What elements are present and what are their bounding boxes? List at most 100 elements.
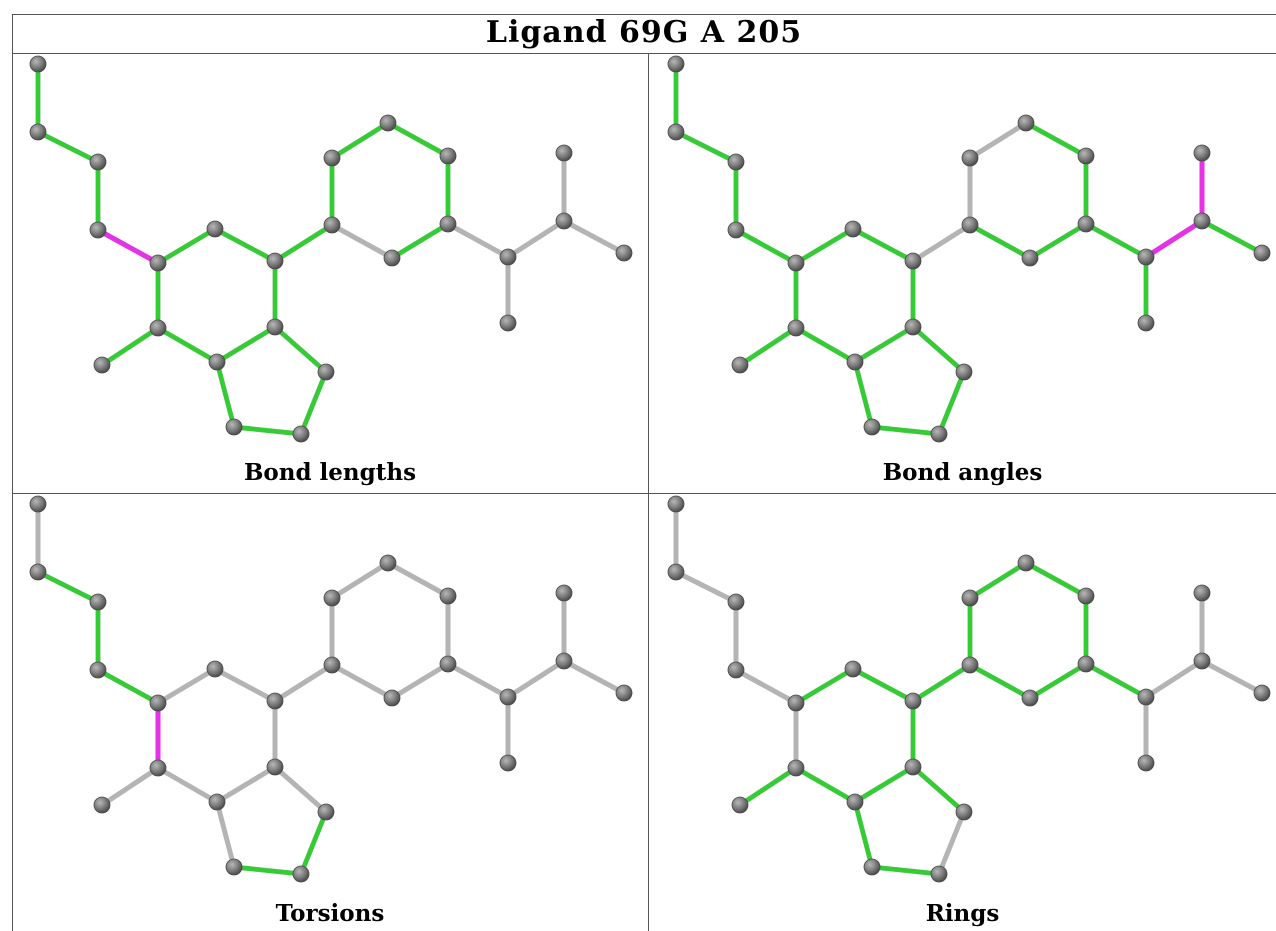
atom	[379, 554, 397, 572]
bond	[1199, 658, 1265, 696]
bond-highlight	[272, 222, 335, 264]
outlier-bond-highlight	[95, 227, 161, 266]
atom	[1253, 244, 1271, 262]
atom	[904, 252, 922, 270]
atom	[292, 865, 310, 883]
atom	[1137, 314, 1155, 332]
atom	[439, 147, 457, 165]
panel-caption: Torsions	[275, 900, 385, 927]
bond-highlight	[850, 226, 916, 264]
atom	[1021, 689, 1039, 707]
bond	[272, 662, 335, 704]
atom	[499, 314, 517, 332]
bond-highlight	[231, 424, 304, 437]
bond-highlight	[389, 221, 451, 261]
atom	[904, 318, 922, 336]
bond-highlight	[910, 764, 967, 815]
bond-highlight	[155, 226, 218, 266]
molecule-diagram	[29, 55, 633, 443]
atom	[727, 221, 745, 239]
atom	[904, 692, 922, 710]
atom	[208, 793, 226, 811]
atom	[266, 758, 284, 776]
bond	[445, 661, 511, 700]
bond	[967, 120, 1029, 161]
bond	[936, 809, 967, 877]
atom	[731, 356, 749, 374]
bond-highlight	[212, 226, 278, 264]
panel-caption: Rings	[925, 900, 1000, 927]
atom	[667, 123, 685, 141]
bond-highlight	[155, 325, 220, 365]
atom	[961, 656, 979, 674]
atom	[149, 759, 167, 777]
bond-highlight	[793, 765, 858, 805]
bond-highlight	[869, 424, 942, 437]
bond-highlight	[852, 764, 916, 805]
atom	[555, 144, 573, 162]
atom	[844, 220, 862, 238]
bond-highlight	[737, 765, 799, 808]
bond-highlight	[1027, 221, 1089, 261]
atom	[225, 418, 243, 436]
atom	[225, 858, 243, 876]
atom	[89, 593, 107, 611]
atom	[1137, 248, 1155, 266]
bond	[214, 799, 237, 870]
row-divider	[12, 493, 1276, 494]
bond	[561, 218, 627, 256]
bond-highlight	[1023, 560, 1089, 599]
atom	[89, 153, 107, 171]
atom	[317, 803, 335, 821]
atom	[29, 55, 47, 73]
bond	[329, 222, 395, 261]
atom	[93, 356, 111, 374]
atom	[555, 212, 573, 230]
column-divider	[648, 54, 649, 931]
atom	[439, 655, 457, 673]
bond-highlight	[1083, 661, 1149, 700]
panel-torsions: Torsions	[12, 494, 648, 931]
atom	[149, 694, 167, 712]
bond	[733, 667, 799, 706]
atom	[499, 688, 517, 706]
panel-caption: Bond angles	[882, 459, 1043, 486]
bond	[272, 764, 329, 815]
atom	[149, 319, 167, 337]
atom	[206, 220, 224, 238]
bond-highlight	[737, 325, 799, 368]
bond-highlight	[1199, 218, 1265, 256]
bond-highlight	[1027, 661, 1089, 701]
bond	[99, 765, 161, 808]
panel-bond-angles: Bond angles	[649, 54, 1276, 493]
table-frame	[12, 14, 1276, 931]
atom	[727, 661, 745, 679]
bond-highlight	[35, 569, 101, 605]
atom	[1077, 215, 1095, 233]
bond-highlight	[35, 129, 101, 165]
atom	[961, 216, 979, 234]
bond-highlight	[967, 222, 1033, 261]
atom	[787, 319, 805, 337]
atom	[317, 363, 335, 381]
atom	[439, 215, 457, 233]
atom	[323, 216, 341, 234]
atom	[383, 689, 401, 707]
atom	[323, 149, 341, 167]
bond	[1143, 658, 1205, 700]
bond	[155, 666, 218, 706]
atom	[615, 684, 633, 702]
atom	[1253, 684, 1271, 702]
atom	[667, 495, 685, 513]
bond-highlight	[272, 324, 329, 375]
atom	[292, 425, 310, 443]
atom	[863, 418, 881, 436]
atom	[846, 353, 864, 371]
bond-highlight	[1083, 221, 1149, 260]
atom	[787, 759, 805, 777]
bond-highlight	[852, 799, 875, 870]
atom	[266, 692, 284, 710]
bond-highlight	[298, 809, 329, 877]
bond-highlight	[936, 369, 967, 437]
atom	[555, 584, 573, 602]
